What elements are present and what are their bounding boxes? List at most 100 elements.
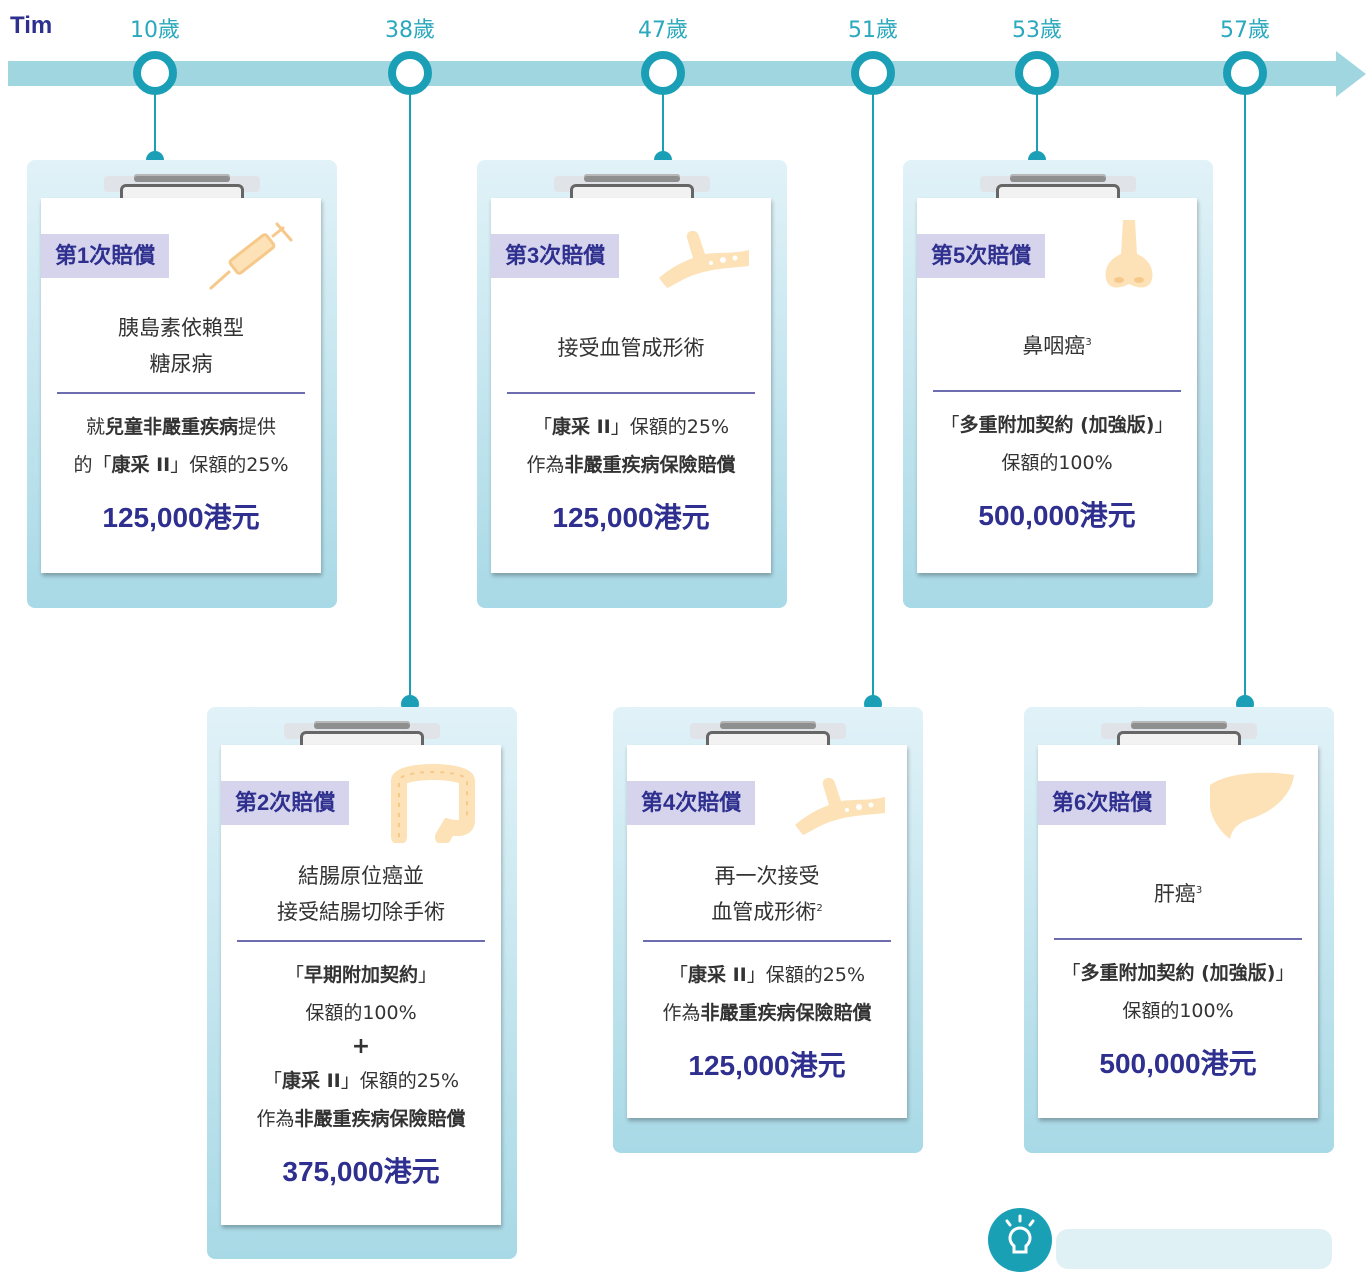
benefit-emphasis: 康采 II [552, 416, 611, 438]
plus-sign: + [351, 1034, 371, 1059]
condition-line-text: 肝癌 [1153, 882, 1196, 906]
condition-line-text: 接受結腸切除手術 [277, 900, 445, 924]
benefit-emphasis: 康采 II [282, 1070, 341, 1092]
benefit-emphasis: 康采 II [688, 964, 747, 986]
timeline-arrowhead [1336, 51, 1366, 97]
claim-card: 第1次賠償胰島素依賴型糖尿病就兒童非嚴重疾病提供的「康采 II」保額的25%12… [27, 160, 337, 608]
claim-label: 第3次賠償 [491, 234, 620, 278]
connector-line [1036, 90, 1038, 160]
benefit-part: 」 [1154, 414, 1174, 436]
benefit-line: 就兒童非嚴重疾病提供 [41, 408, 321, 446]
connector-line [154, 90, 156, 160]
timeline-node [641, 51, 685, 95]
benefit-part: 「 [532, 416, 552, 438]
connector-line [662, 90, 664, 160]
benefit-emphasis: 多重附加契約 (加強版) [1080, 962, 1276, 984]
age-label: 10歲 [130, 18, 180, 43]
claim-amount: 125,000港元 [102, 502, 260, 533]
condition-line-text: 鼻咽癌 [1022, 334, 1086, 358]
benefit-part: 「 [1061, 962, 1081, 984]
benefit-part: 」 [1275, 962, 1295, 984]
divider [507, 392, 755, 394]
benefit-line: 「早期附加契約」 [221, 956, 501, 994]
benefit-part: 「 [940, 414, 960, 436]
syringe-icon [203, 216, 303, 296]
benefit-line: 的「康采 II」保額的25% [41, 446, 321, 484]
benefit-part: 提供 [238, 416, 277, 438]
claim-label: 第4次賠償 [627, 781, 756, 825]
divider [237, 940, 485, 942]
intestine-icon [383, 763, 483, 845]
benefit-part: 保額的100% [305, 1002, 417, 1024]
benefit-part: 」 [418, 964, 438, 986]
benefit-line: 作為非嚴重疾病保險賠償 [627, 994, 907, 1032]
timeline-node [851, 51, 895, 95]
benefit-line: 作為非嚴重疾病保險賠償 [221, 1100, 501, 1138]
divider [643, 940, 891, 942]
claim-amount: 500,000港元 [1099, 1048, 1257, 1079]
clip-bar [720, 721, 816, 729]
benefit-emphasis: 早期附加契約 [303, 964, 418, 986]
timeline-node [1015, 51, 1059, 95]
divider [1054, 938, 1302, 940]
timeline-node [388, 51, 432, 95]
condition-line: 接受結腸切除手術 [221, 894, 501, 930]
benefit-emphasis: 兒童非嚴重疾病 [104, 416, 238, 438]
claim-card: 第6次賠償肝癌3 「多重附加契約 (加強版)」保額的100% 500,000港元 [1024, 707, 1334, 1153]
benefit-part: 」保額的25% [340, 1070, 459, 1092]
benefit-part: 「 [262, 1070, 282, 1092]
condition-line: 接受血管成形術 [491, 330, 771, 366]
benefit-emphasis: 康采 II [111, 454, 171, 476]
benefit-part: 作為 [662, 1002, 701, 1024]
connector-line [872, 90, 874, 704]
benefit-part: 「 [668, 964, 688, 986]
claim-label: 第2次賠償 [221, 781, 350, 825]
nose-icon [1079, 216, 1179, 296]
benefit-line: 「多重附加契約 (加強版)」 [917, 406, 1197, 444]
age-label: 53歲 [1012, 18, 1062, 43]
footnote-marker: 2 [816, 903, 823, 914]
benefit-part: 作為 [256, 1108, 295, 1130]
card-paper: 第5次賠償鼻咽癌3「多重附加契約 (加強版)」保額的100%500,000港元 [917, 198, 1197, 573]
tip-panel [1056, 1229, 1332, 1269]
lightbulb-icon [988, 1208, 1052, 1272]
condition-line: 再一次接受 [627, 858, 907, 894]
clip-bar [1010, 174, 1106, 182]
age-label: 57歲 [1220, 18, 1270, 43]
card-paper: 第1次賠償胰島素依賴型糖尿病就兒童非嚴重疾病提供的「康采 II」保額的25%12… [41, 198, 321, 573]
benefit-text: 「多重附加契約 (加強版)」保額的100% [917, 406, 1197, 482]
benefit-part: 保額的100% [1122, 1000, 1234, 1022]
claim-amount: 375,000港元 [282, 1156, 440, 1187]
claim-amount: 125,000港元 [688, 1050, 846, 1081]
timeline-node [133, 51, 177, 95]
claim-amount: 500,000港元 [978, 500, 1136, 531]
divider [57, 392, 305, 394]
card-paper: 第2次賠償結腸原位癌並接受結腸切除手術「早期附加契約」保額的100%+「康采 I… [221, 745, 501, 1225]
condition-text: 肝癌3 [1038, 876, 1318, 912]
condition-line-text: 接受血管成形術 [557, 336, 705, 360]
benefit-text: 「多重附加契約 (加強版)」保額的100% [1038, 954, 1318, 1030]
benefit-line: 「康采 II」保額的25% [627, 956, 907, 994]
blood-vessel-icon [653, 216, 753, 296]
benefit-text: 「康采 II」保額的25%作為非嚴重疾病保險賠償 [491, 408, 771, 484]
clip-bar [134, 174, 230, 182]
condition-line: 結腸原位癌並 [221, 858, 501, 894]
clip-bar [314, 721, 410, 729]
benefit-line: 保額的100% [221, 994, 501, 1032]
benefit-line: 「康采 II」保額的25% [491, 408, 771, 446]
condition-line-text: 胰島素依賴型 [118, 316, 244, 340]
claim-label: 第1次賠償 [41, 234, 170, 278]
card-paper: 第4次賠償再一次接受血管成形術2「康采 II」保額的25%作為非嚴重疾病保險賠償… [627, 745, 907, 1118]
benefit-emphasis: 非嚴重疾病保險賠償 [700, 1002, 872, 1024]
benefit-line: 「康采 II」保額的25% [221, 1062, 501, 1100]
claim-amount: 125,000港元 [552, 502, 710, 533]
claim-label: 第6次賠償 [1038, 781, 1167, 825]
benefit-line: 保額的100% [1038, 992, 1318, 1030]
benefit-text: 「康采 II」保額的25%作為非嚴重疾病保險賠償 [627, 956, 907, 1032]
condition-text: 再一次接受血管成形術2 [627, 858, 907, 930]
condition-line-text: 再一次接受 [714, 864, 820, 888]
condition-line-text: 結腸原位癌並 [298, 864, 424, 888]
benefit-part: 的「 [73, 454, 112, 476]
condition-line: 胰島素依賴型 [41, 310, 321, 346]
